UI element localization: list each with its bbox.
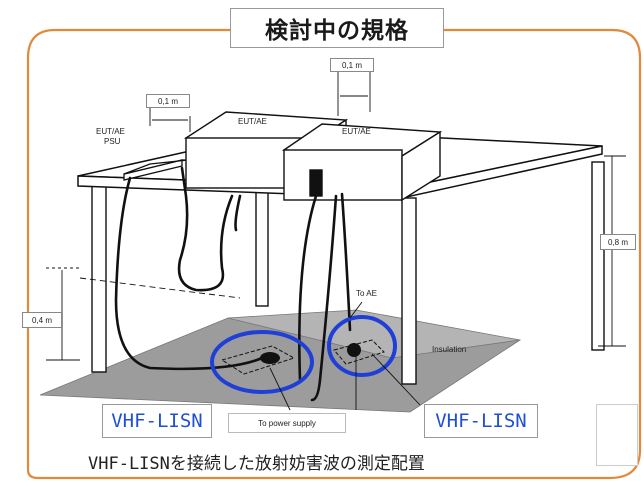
frame-border — [26, 28, 642, 480]
dim-label-04m: 0,4 m — [22, 312, 62, 328]
blank-box — [596, 404, 638, 466]
eut-box-right — [281, 123, 443, 202]
page-title: 検討中の規格 — [230, 8, 444, 48]
lisn-highlight-left — [210, 330, 314, 394]
lisn-highlights — [210, 315, 397, 394]
label-eut-ae-left: EUT/AE — [238, 117, 267, 126]
dimension-lines — [46, 72, 626, 361]
lisn-devices — [220, 339, 385, 375]
table-legs — [91, 161, 605, 385]
vhf-lisn-label-left: VHF-LISN — [102, 404, 212, 438]
label-eut-ae-psu-line1: EUT/AE — [96, 127, 125, 136]
lisn-highlight-right — [327, 315, 397, 377]
vhf-lisn-label-right: VHF-LISN — [424, 404, 538, 438]
label-eut-ae-psu-line2: PSU — [104, 137, 121, 146]
label-to-ae: To AE — [356, 289, 377, 298]
dim-label-01m-right: 0,1 m — [330, 58, 374, 72]
insulation-sheet — [227, 309, 521, 359]
label-eut-ae-right: EUT/AE — [342, 127, 371, 136]
label-to-power-supply: To power supply — [228, 413, 346, 433]
cables — [114, 166, 352, 402]
label-insulation: Insulation — [432, 345, 467, 354]
diagram-caption: VHF-LISNを接続した放射妨害波の測定配置 — [88, 454, 425, 474]
dim-label-01m-left: 0,1 m — [146, 94, 190, 108]
dim-label-08m: 0,8 m — [600, 234, 636, 250]
